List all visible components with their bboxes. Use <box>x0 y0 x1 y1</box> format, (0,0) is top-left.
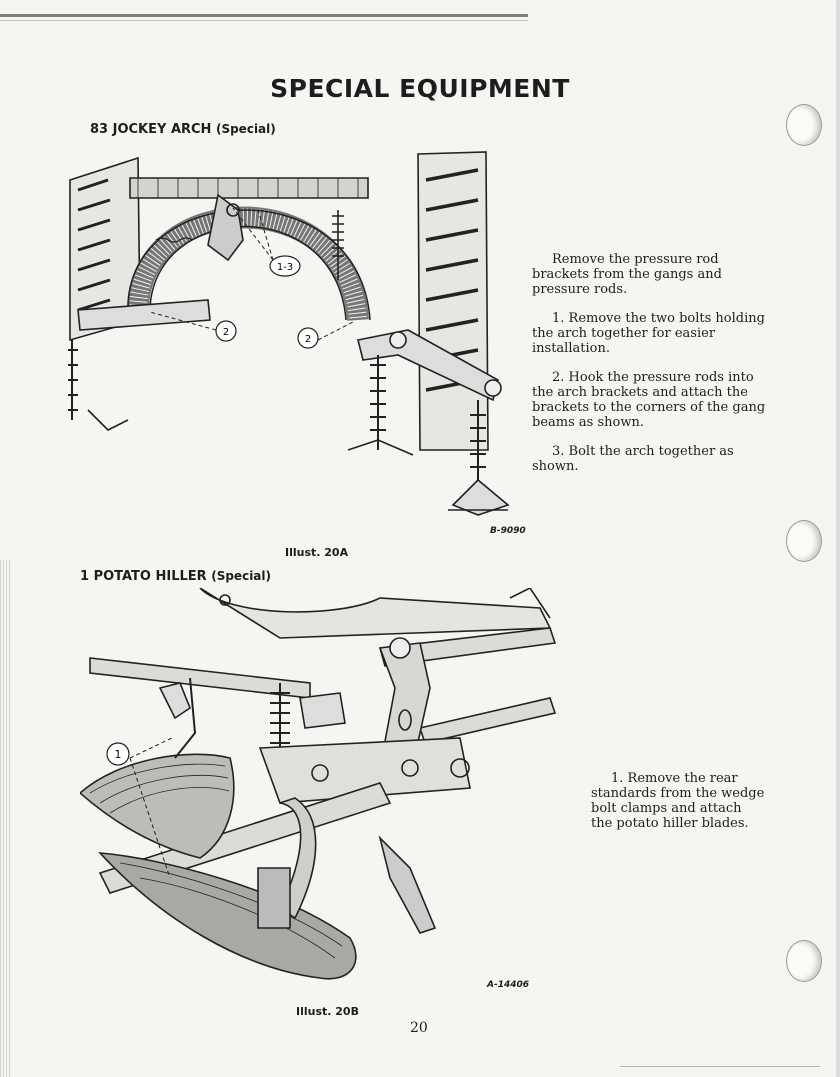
jockey-arch-illustration: 1-3 2 2 <box>68 151 510 516</box>
potato-hiller-instructions: 1. Remove the rear standards from the we… <box>591 771 766 845</box>
page-title: SPECIAL EQUIPMENT <box>270 74 570 103</box>
binding-shadow <box>0 560 10 1077</box>
page-edge <box>836 0 840 1077</box>
callout-1: 1 <box>115 748 122 761</box>
section-heading-main: 83 JOCKEY ARCH <box>90 122 212 137</box>
jockey-arch-instructions: Remove the pressure rod brackets from th… <box>532 252 777 488</box>
instruction-step-1: 1. Remove the two bolts holding the arch… <box>532 311 765 356</box>
callout-circle-1 <box>106 742 130 766</box>
part-number-b: A-14406 <box>487 980 530 990</box>
callout-1-3: 1-3 <box>277 262 293 273</box>
instruction-step-3: 3. Bolt the arch together as shown. <box>532 444 734 474</box>
callout-circle-1-3 <box>269 255 301 277</box>
instruction-step-1: 1. Remove the rear standards from the we… <box>591 771 765 831</box>
section-heading-main: 1 POTATO HILLER <box>80 569 207 584</box>
top-rule-thin <box>0 20 528 21</box>
caption-illust-20a: Illust. 20A <box>285 546 349 559</box>
punch-hole-middle <box>786 520 822 562</box>
top-rule <box>0 14 528 17</box>
section-heading-potato-hiller: 1 POTATO HILLER (Special) <box>80 569 271 584</box>
section-heading-jockey-arch: 83 JOCKEY ARCH (Special) <box>90 122 276 137</box>
page-number: 20 <box>410 1020 428 1036</box>
section-heading-sub: (Special) <box>211 569 271 583</box>
potato-hiller-illustration: 1 <box>80 588 557 980</box>
punch-hole-top <box>786 104 822 146</box>
bottom-rule <box>620 1066 820 1067</box>
section-heading-sub: (Special) <box>215 122 276 136</box>
callout-2-right: 2 <box>305 334 311 345</box>
part-number-a: B-9090 <box>490 526 526 536</box>
instruction-intro: Remove the pressure rod brackets from th… <box>532 252 722 297</box>
instruction-step-2: 2. Hook the pressure rods into the arch … <box>532 370 766 430</box>
callout-circle-2-right <box>297 327 319 349</box>
punch-hole-bottom <box>786 940 822 982</box>
callout-2-left: 2 <box>223 327 229 338</box>
caption-illust-20b: Illust. 20B <box>296 1005 359 1018</box>
callout-circle-2-left <box>215 320 237 342</box>
